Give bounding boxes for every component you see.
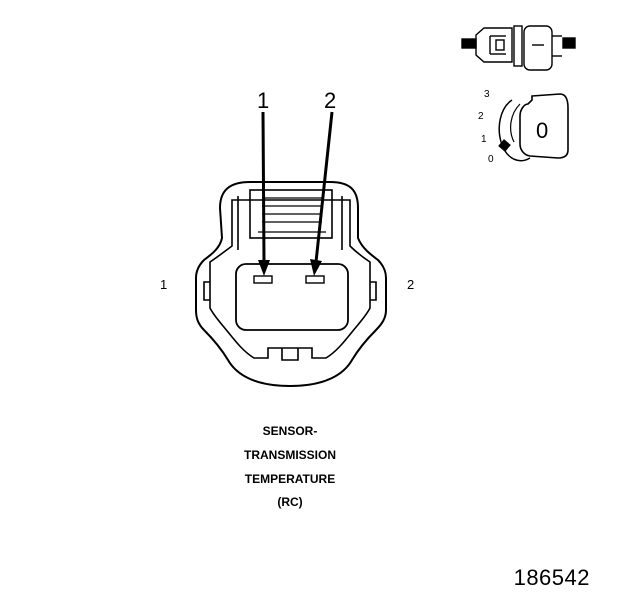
caption-line-3: TEMPERATURE <box>244 472 336 486</box>
figure-number: 186542 <box>513 565 590 590</box>
key-position-2-label: 2 <box>478 111 484 122</box>
left-side-label: 1 <box>160 277 167 292</box>
pin-2-arrow <box>310 111 334 276</box>
pin-2-terminal <box>305 275 325 284</box>
pin-1-arrow <box>258 111 270 276</box>
caption-line-2: TRANSMISSION <box>243 448 336 462</box>
caption-line-1: SENSOR- <box>262 424 318 438</box>
key-position-3-label: 3 <box>484 89 490 100</box>
caption-line-4: (RC) <box>277 495 303 509</box>
pin-1-callout: 1 <box>257 88 269 113</box>
connector-body <box>195 181 387 388</box>
key-face-label: 0 <box>536 118 548 143</box>
key-position-1-label: 1 <box>481 134 487 145</box>
ignition-key-icon: 3 2 1 0 0 <box>478 89 569 165</box>
pin-1-terminal <box>253 275 273 284</box>
pin-2-callout: 2 <box>324 88 336 113</box>
key-position-0-label: 0 <box>488 154 494 165</box>
connector-side-view-icon <box>461 25 576 71</box>
right-side-label: 2 <box>407 277 414 292</box>
